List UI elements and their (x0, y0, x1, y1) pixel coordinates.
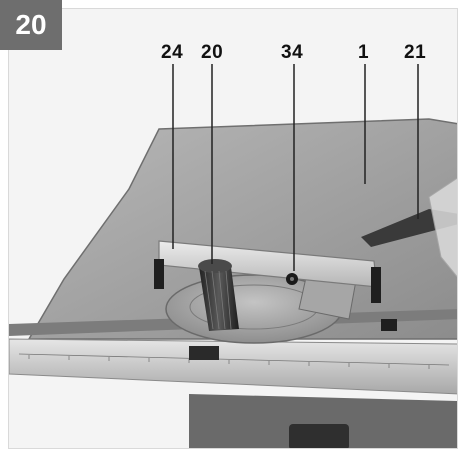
fence-foot-right (371, 267, 381, 303)
table-saw-illustration (9, 9, 457, 448)
blade-guard (428, 177, 457, 278)
front-rail-scale (18, 353, 450, 369)
saw-base (189, 394, 457, 448)
figure-number-badge: 20 (0, 0, 62, 50)
callout-saw-table: 1 (358, 42, 370, 63)
fence-foot-left (154, 259, 164, 289)
front-rail (9, 338, 457, 395)
locking-knob-top (198, 259, 232, 273)
table-saw-photo (8, 8, 458, 449)
switch-housing (289, 424, 349, 448)
callout-fence: 24 (161, 42, 184, 63)
leader-lines (172, 64, 419, 271)
locking-knob-ribs (204, 270, 232, 330)
fence-foot-base (381, 319, 397, 331)
callout-fence-screw: 34 (281, 42, 304, 63)
fence-screw-center (290, 277, 294, 281)
mitre-slider (189, 346, 219, 360)
locking-knob (199, 267, 239, 331)
callout-blade-slot: 21 (404, 42, 427, 63)
callout-locking-knob: 20 (201, 42, 224, 63)
